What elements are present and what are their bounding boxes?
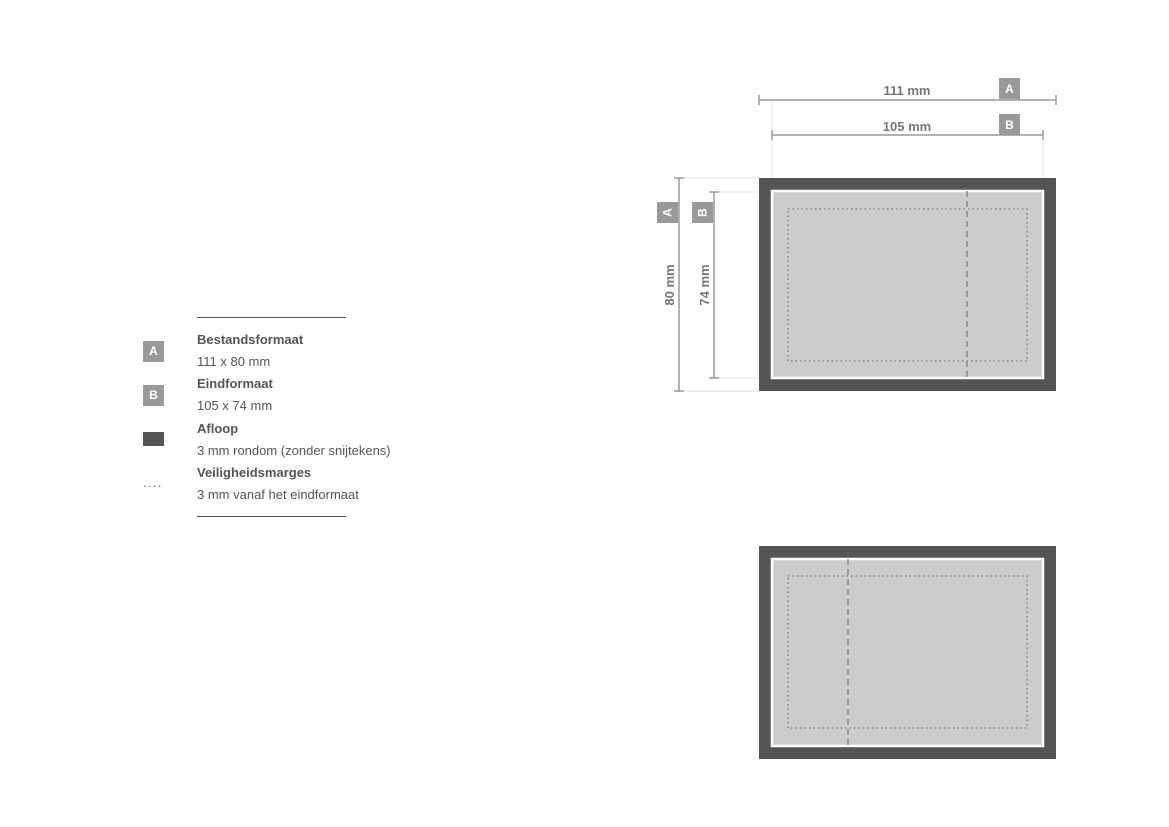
- safety-margin-dots-icon: ....: [143, 474, 163, 490]
- badge-a-label: A: [1005, 82, 1014, 96]
- legend-item-title: Veiligheidsmarges: [197, 465, 312, 480]
- dimension-width-b: 105 mm B: [771, 114, 1044, 140]
- width-a-label: 111 mm: [884, 83, 931, 98]
- legend-item-description: 3 mm vanaf het eindformaat: [197, 487, 359, 502]
- legend-item-description: 3 mm rondom (zonder snijtekens): [197, 443, 391, 458]
- dimension-height-a: 80 mm A: [657, 177, 684, 392]
- badge-b-icon: B: [143, 385, 164, 406]
- badge-a-label: A: [661, 208, 675, 217]
- height-b-label: 74 mm: [697, 264, 712, 305]
- badge-b-label: B: [696, 208, 710, 217]
- dimension-width-a: 111 mm A: [758, 78, 1057, 105]
- width-b-label: 105 mm: [883, 119, 931, 134]
- legend-item-title: Bestandsformaat: [197, 332, 304, 347]
- badge-b-icon: [999, 114, 1020, 135]
- legend-top-divider: [197, 317, 346, 318]
- dimension-height-b: 74 mm B: [692, 191, 719, 379]
- legend-bottom-divider: [197, 516, 346, 517]
- bleed-swatch-icon: [143, 432, 164, 446]
- legend-item-veiligheidsmarges: .... Veiligheidsmarges 3 mm vanaf het ei…: [143, 465, 443, 509]
- card-back: [759, 546, 1056, 759]
- badge-a-icon: [657, 202, 678, 223]
- badge-b-label: B: [1005, 118, 1014, 132]
- legend-item-description: 111 x 80 mm: [197, 354, 271, 369]
- badge-b-icon: [692, 202, 713, 223]
- legend-item-eindformaat: B Eindformaat 105 x 74 mm: [143, 376, 443, 420]
- badge-a-icon: A: [143, 341, 164, 362]
- legend-item-title: Afloop: [197, 421, 239, 436]
- legend-item-afloop: Afloop 3 mm rondom (zonder snijtekens): [143, 421, 443, 465]
- trim-area: [770, 189, 1045, 380]
- safety-margin: [787, 208, 1028, 362]
- height-a-label: 80 mm: [662, 264, 677, 305]
- legend-item-description: 105 x 74 mm: [197, 398, 273, 413]
- legend-item-title: Eindformaat: [197, 376, 273, 391]
- badge-a-icon: [999, 78, 1020, 99]
- safety-margin: [787, 575, 1028, 729]
- card-front: [759, 178, 1056, 391]
- legend-item-bestandsformaat: A Bestandsformaat 111 x 80 mm: [143, 332, 443, 376]
- trim-area: [770, 557, 1045, 748]
